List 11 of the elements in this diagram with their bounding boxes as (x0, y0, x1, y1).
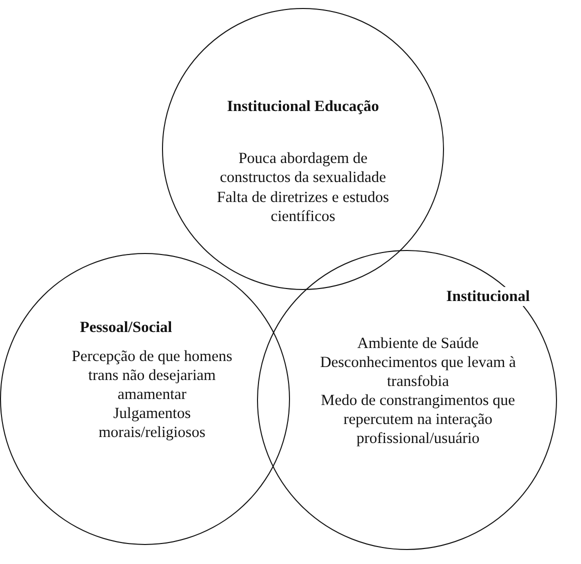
circle-text: Percepção de que homens trans não desejariam amamentar (70, 347, 234, 404)
venn-circle (0, 253, 290, 545)
circle-heading: Pessoal/Social (78, 318, 174, 337)
circle-text: Medo de constrangimentos que repercutem na interação profissional/usuário (320, 391, 516, 448)
circle-heading: Institucional Educação (226, 97, 380, 116)
circle-text: Falta de diretrizes e estudos científicos (216, 188, 390, 226)
circle-text: Desconhecimentos que levam à transfobia (319, 353, 517, 391)
circle-text: Julgamentos morais/religiosos (98, 404, 206, 442)
circle-text: Ambiente de Saúde (356, 334, 480, 353)
venn-circle (257, 250, 557, 550)
circle-text: Pouca abordagem de constructos da sexualidade (218, 149, 388, 187)
